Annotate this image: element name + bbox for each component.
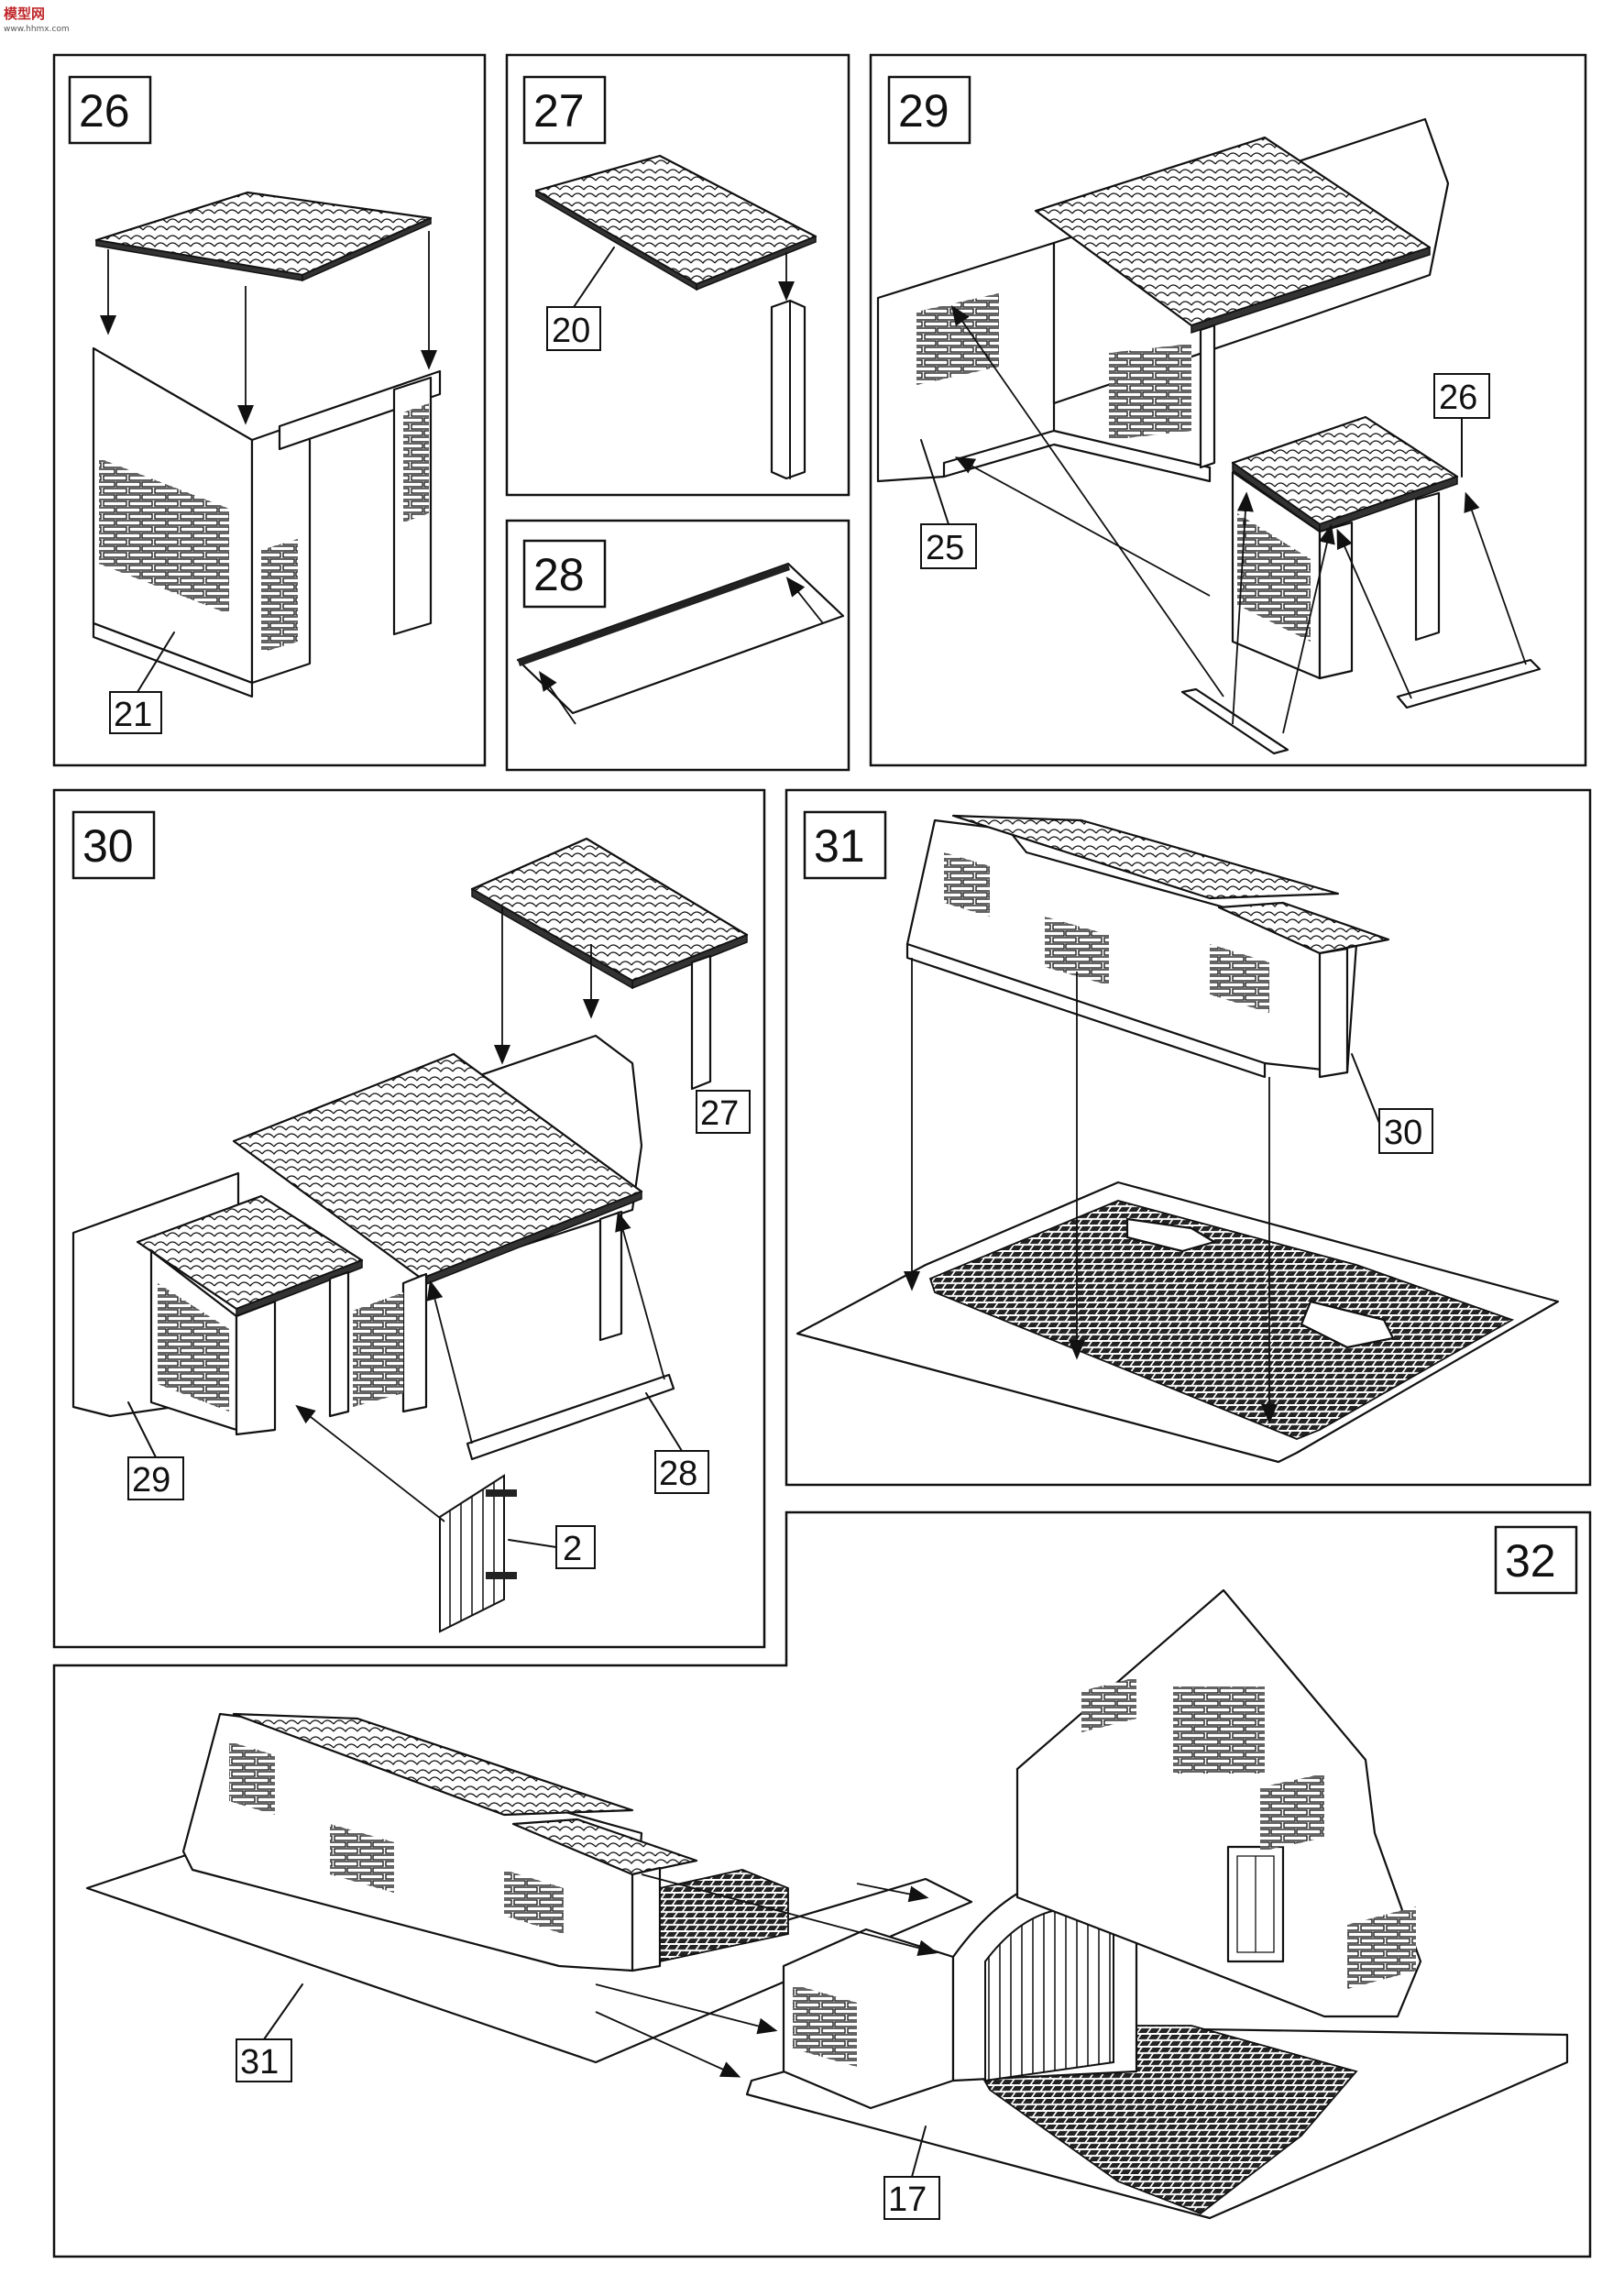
step-number: 26	[79, 85, 130, 137]
part-number: 27	[700, 1094, 739, 1133]
part-number: 20	[552, 312, 590, 350]
roof-long	[951, 814, 1340, 900]
part-number: 28	[659, 1455, 697, 1493]
roof-short	[511, 1818, 698, 1876]
panel-step-29: 29 26 25	[869, 53, 1587, 767]
panel-step-27: 27 20	[505, 53, 850, 497]
panel-step-28: 28	[505, 519, 850, 772]
logo-subtext: www.hhmx.com	[4, 25, 70, 34]
part-number: 31	[240, 2043, 279, 2082]
part-number: 2	[563, 1530, 582, 1568]
step-number: 32	[1505, 1535, 1556, 1587]
roof-long	[232, 1712, 634, 1817]
part-number: 29	[132, 1461, 170, 1500]
step-number: 27	[533, 85, 585, 137]
panel-step-31: 31 30	[785, 788, 1592, 1487]
part-number: 30	[1384, 1114, 1422, 1152]
step-number: 31	[814, 820, 865, 872]
site-logo: 模型网 www.hhmx.com	[4, 5, 70, 34]
panel-step-26: 26 21	[52, 53, 487, 767]
panel-step-30: 30 27 28 2	[52, 788, 766, 1649]
logo-text: 模型网	[4, 5, 45, 22]
part-number: 25	[926, 529, 964, 567]
part-number: 26	[1439, 379, 1477, 417]
roof-short	[1217, 901, 1390, 955]
step-number: 30	[82, 820, 134, 872]
part-number: 21	[114, 696, 152, 734]
step-number: 28	[533, 549, 585, 600]
step-number: 29	[898, 85, 949, 137]
part-number: 17	[888, 2181, 927, 2219]
door-part	[439, 1474, 505, 1633]
roof-panel	[94, 191, 433, 277]
panel-step-32: 32 31 17	[52, 1511, 1592, 2258]
